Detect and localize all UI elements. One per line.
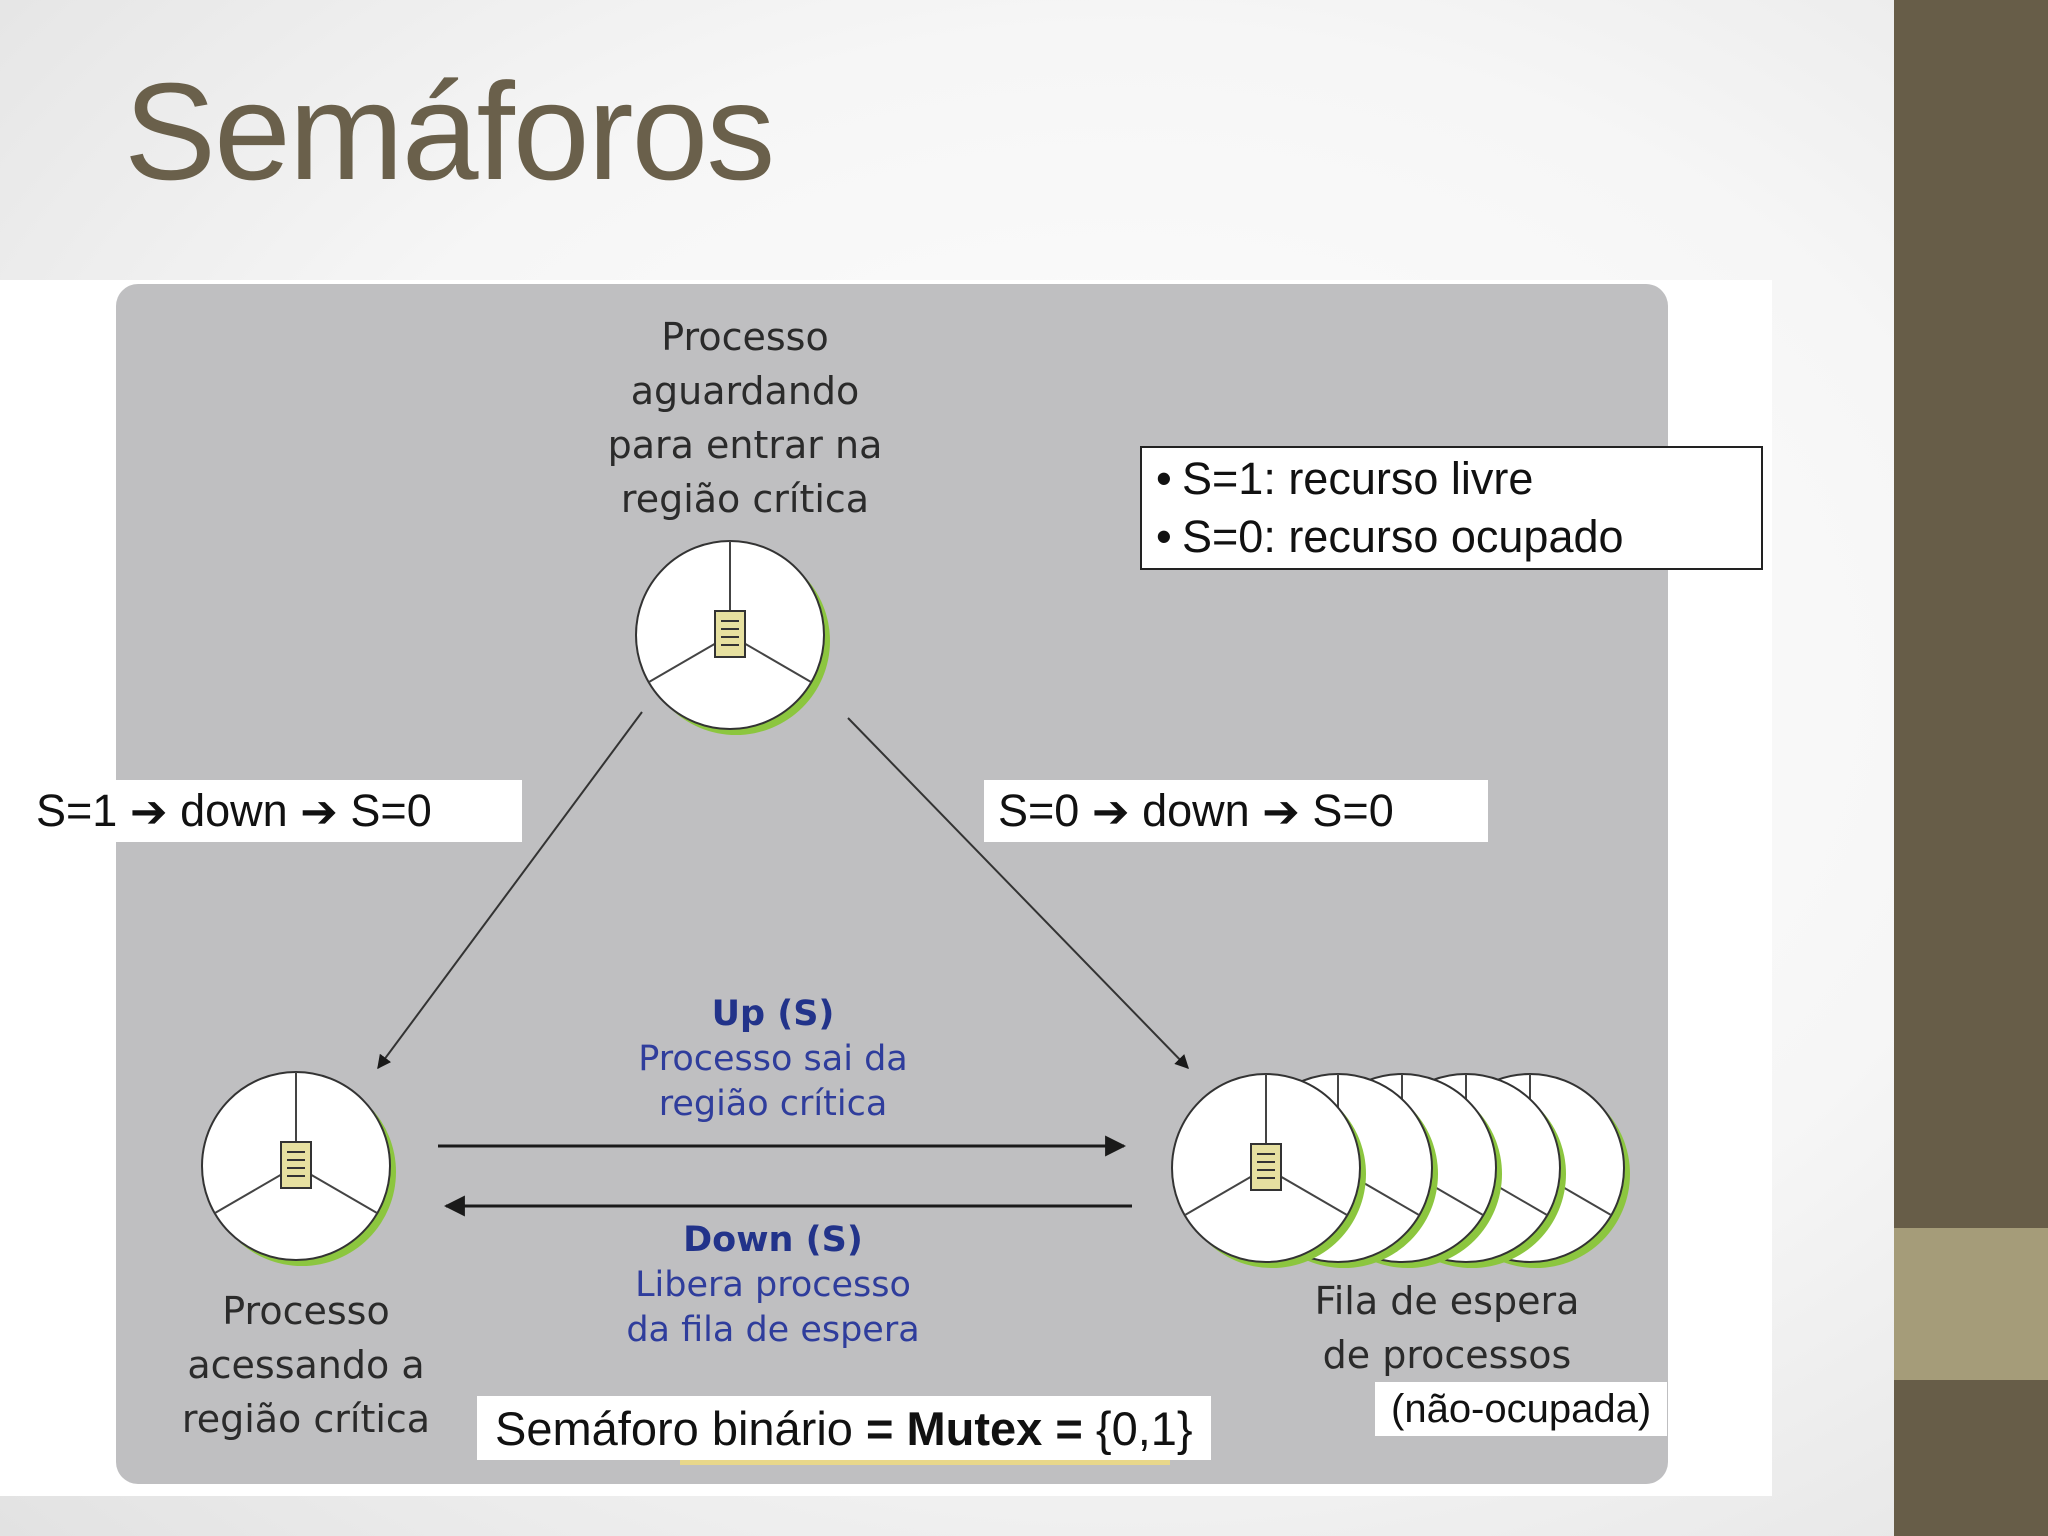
arrow-right-icon: ➔ [300,785,338,837]
up-operation-desc: Processo sai da [638,1039,908,1079]
process-critical-icon [201,1071,397,1267]
up-operation-desc: região crítica [658,1084,888,1124]
bullet-icon: • [1156,511,1172,562]
arrow-right-icon: ➔ [1262,785,1300,837]
arrow-right-icon: ➔ [129,785,168,837]
edge-top-to-queue [847,717,1189,1070]
up-operation-label: Up (S) Processo sai da região crítica [578,992,968,1127]
slide-title: Semáforos [124,55,775,209]
down-operation-label: Down (S) Libera processo da fila de espe… [578,1218,968,1353]
critical-process-label: Processo acessando a região crítica [181,1289,431,1441]
left-transition-label: S=1 ➔ down ➔ S=0 [22,780,522,842]
down-operation-name: Down (S) [683,1220,863,1260]
mutex-definition: Semáforo binário = Mutex = {0,1} [477,1396,1211,1460]
edge-top-to-left [377,711,643,1070]
legend-item: •S=1: recurso livre [1156,450,1533,508]
down-operation-desc: Libera processo [635,1265,911,1305]
queue-label: Fila de espera de processos [1314,1279,1580,1377]
up-operation-name: Up (S) [711,994,835,1034]
waiting-process-label: Processo aguardando para entrar na regiã… [607,315,883,521]
right-transition-label: S=0 ➔ down ➔ S=0 [984,780,1488,842]
arrow-right-icon: ➔ [1091,785,1130,837]
legend-item: •S=0: recurso ocupado [1156,508,1624,566]
queue-note: (não-ocupada) [1375,1382,1668,1436]
mutex-underline [680,1456,1170,1465]
legend-box: •S=1: recurso livre •S=0: recurso ocupad… [1140,446,1763,570]
side-bar-accent [1894,1228,2048,1380]
down-operation-desc: da fila de espera [626,1310,920,1350]
process-waiting-icon [635,540,831,736]
bullet-icon: • [1156,453,1172,504]
process-queue-icon [1171,1073,1631,1269]
